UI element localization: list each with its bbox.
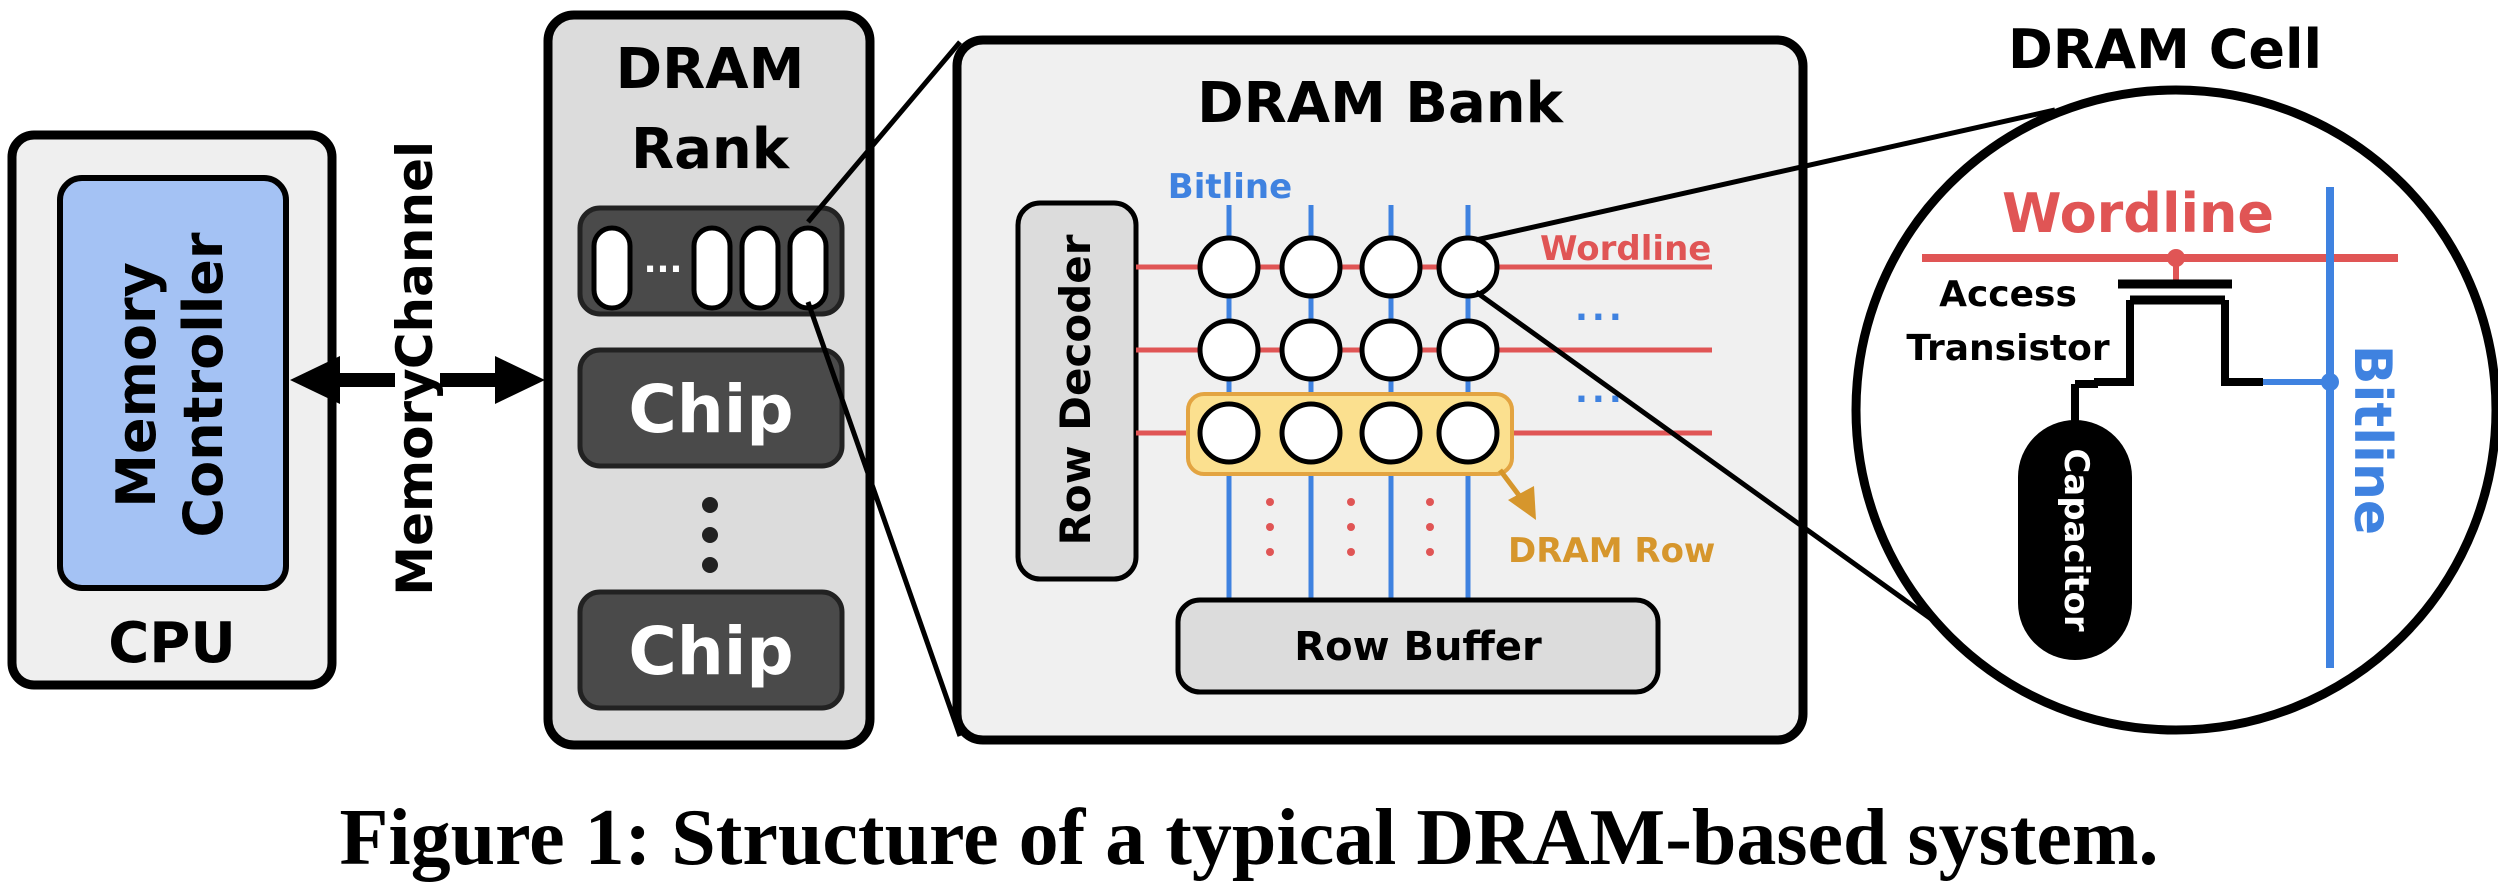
chip-bank-slot <box>739 225 781 311</box>
cpu-label: CPU <box>108 611 236 676</box>
memory-channel-label-line2: Channel <box>386 141 444 369</box>
bitline-junction <box>2321 373 2339 391</box>
capacitor-label: Capacitor <box>2056 448 2096 632</box>
memory-controller-box <box>57 175 289 591</box>
horizontal-ellipsis: ... <box>1575 371 1626 411</box>
row-buffer <box>1175 597 1661 695</box>
vertical-dot <box>1266 523 1274 531</box>
dram-cell <box>1197 401 1261 465</box>
figure-caption: Figure 1: Structure of a typical DRAM-ba… <box>339 794 2158 882</box>
dram-cell <box>1197 318 1261 382</box>
chip-bank-slot <box>691 225 733 311</box>
vertical-dot <box>1426 523 1434 531</box>
dram-cell <box>1359 318 1423 382</box>
chip-1-label: Chip <box>628 371 793 448</box>
rank-title-line1: DRAM <box>616 37 805 102</box>
memory-channel: Memory Channel <box>290 141 545 596</box>
arrow-down-right-icon <box>1508 486 1536 520</box>
bank-title: DRAM Bank <box>1197 71 1565 136</box>
dram-cell <box>1279 235 1343 299</box>
vertical-dot <box>702 497 718 513</box>
vertical-dot <box>1266 548 1274 556</box>
vertical-dot <box>1426 498 1434 506</box>
dram-row-label: DRAM Row <box>1508 531 1715 571</box>
row-buffer-label: Row Buffer <box>1294 624 1542 670</box>
vertical-dot <box>1426 548 1434 556</box>
horizontal-ellipsis: ... <box>1575 289 1626 329</box>
dram-cell <box>1279 318 1343 382</box>
access-transistor-label-line2: Transistor <box>1906 328 2109 369</box>
cell-bitline-label: Bitline <box>2342 345 2402 535</box>
dram-cell <box>1436 235 1500 299</box>
chip-2 <box>577 589 845 711</box>
dram-row-highlight <box>1186 392 1514 476</box>
bank-wordline-label: Wordline <box>1540 229 1711 269</box>
dram-bank: DRAM Bank Bitline Row Decoder Wordlin <box>952 35 1808 745</box>
cell-zoom-line-bottom <box>1474 289 2007 675</box>
dram-cell <box>1197 235 1261 299</box>
cell-zoom-line-top <box>1475 107 2056 243</box>
zoom-line-bottom <box>805 301 963 737</box>
chip-bank-slot <box>787 225 829 311</box>
bank-bitline-label: Bitline <box>1168 167 1292 207</box>
row-decoder-label: Row Decoder <box>1051 234 1100 545</box>
zoom-line-top <box>806 40 962 224</box>
chip-dots: ... <box>644 241 683 281</box>
vertical-dot <box>1347 523 1355 531</box>
cell-wordline-label: Wordline <box>2002 182 2274 245</box>
dram-cell <box>1436 318 1500 382</box>
cell-zoom-circle <box>1851 85 2498 735</box>
arrow-left-icon <box>290 356 340 404</box>
access-transistor-label-line1: Access <box>1939 274 2077 315</box>
vertical-dot <box>702 527 718 543</box>
dram-cell-detail: DRAM Cell Wordline Bitline Access Transi… <box>1851 18 2498 735</box>
chip-bank-slot <box>591 225 633 311</box>
dram-rank: DRAM Rank ... Chip Chip <box>543 10 875 750</box>
arrow-right-icon <box>495 356 545 404</box>
memory-channel-label-line1: Memory <box>386 368 444 595</box>
vertical-dot <box>1347 548 1355 556</box>
vertical-dot <box>702 557 718 573</box>
cpu-block: Memory Controller CPU <box>7 130 337 690</box>
dram-cell <box>1359 235 1423 299</box>
memory-controller-label-line1: Memory <box>105 262 168 508</box>
rank-title-line2: Rank <box>631 117 791 182</box>
chip-2-label: Chip <box>628 613 793 690</box>
vertical-ellipsis-group <box>1266 498 1434 556</box>
capacitor <box>2018 420 2132 660</box>
dram-cell <box>1359 401 1423 465</box>
chip-1 <box>577 347 845 469</box>
dram-cell <box>1279 401 1343 465</box>
wordline-junction <box>2167 249 2185 267</box>
vertical-dot <box>1347 498 1355 506</box>
memory-controller-label-line2: Controller <box>172 232 235 537</box>
row-decoder <box>1015 200 1139 582</box>
vertical-dot <box>1266 498 1274 506</box>
dram-cell <box>1436 401 1500 465</box>
cell-title: DRAM Cell <box>2008 18 2322 81</box>
